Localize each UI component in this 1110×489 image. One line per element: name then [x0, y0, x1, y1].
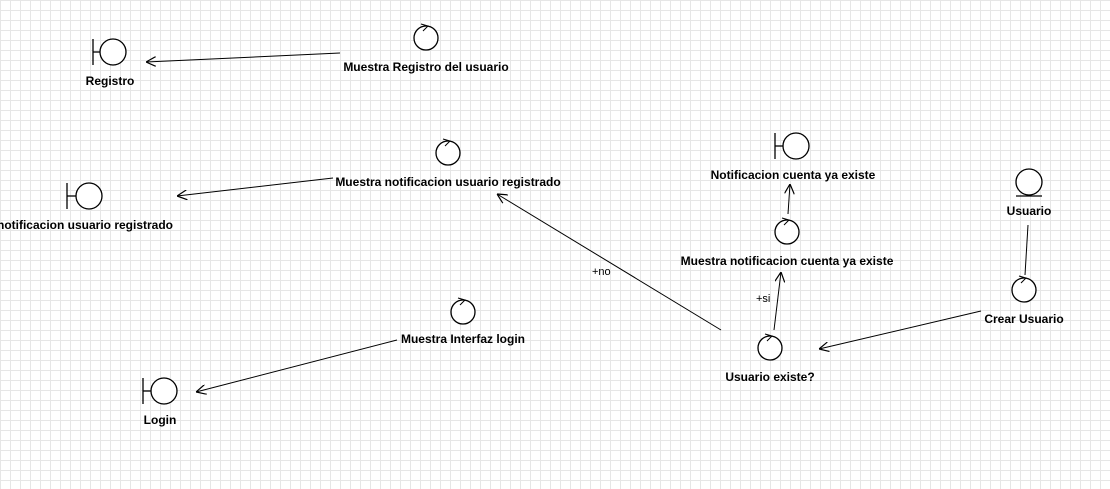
edge-muestra-registro-to-registro[interactable] — [146, 52, 341, 62]
node-label: Muestra notificacion cuenta ya existe — [681, 254, 894, 268]
node-label: Usuario — [1007, 204, 1052, 218]
node-label: Crear Usuario — [984, 312, 1063, 326]
control-icon — [435, 138, 461, 166]
node-label: notificacion usuario registrado — [0, 218, 173, 232]
edge-muestra-notif-registrado-to-notif-registrado[interactable] — [177, 177, 334, 196]
node-usuario[interactable]: Usuario — [1007, 168, 1052, 218]
control-icon — [413, 23, 439, 51]
control-icon — [757, 333, 783, 361]
edge-usuario-existe-to-muestra-notif-existe[interactable]: +si — [756, 272, 781, 331]
control-icon — [450, 297, 476, 325]
edge-label-no: +no — [592, 266, 611, 278]
node-label: Registro — [86, 74, 135, 88]
node-label: Usuario existe? — [725, 370, 814, 384]
node-notif-registrado[interactable]: notificacion usuario registrado — [0, 182, 173, 232]
edge-muestra-notif-existe-to-notif-existe[interactable] — [788, 184, 790, 215]
boundary-icon — [774, 132, 810, 160]
node-registro[interactable]: Registro — [86, 38, 135, 88]
boundary-icon — [142, 377, 178, 405]
node-usuario-existe[interactable]: Usuario existe? — [725, 333, 815, 384]
edge-muestra-login-to-login[interactable] — [196, 339, 398, 392]
boundary-icon — [92, 38, 127, 66]
edge-usuario-existe-to-muestra-notif-registrado[interactable]: +no — [497, 194, 722, 331]
node-label: Notificacion cuenta ya existe — [711, 168, 876, 182]
node-label: Muestra Registro del usuario — [343, 60, 508, 74]
node-crear-usuario[interactable]: Crear Usuario — [984, 275, 1064, 326]
edge-crear-usuario-to-usuario-existe[interactable] — [819, 310, 982, 349]
node-label: Muestra notificacion usuario registrado — [335, 175, 560, 189]
edge-usuario-to-crear-usuario[interactable] — [1024, 224, 1029, 276]
boundary-icon — [66, 182, 103, 210]
edge-label-si: +si — [756, 293, 770, 305]
node-notif-existe[interactable]: Notificacion cuenta ya existe — [711, 132, 876, 182]
node-label: Login — [144, 413, 177, 427]
entity-icon — [1015, 168, 1043, 197]
node-login[interactable]: Login — [142, 377, 178, 427]
control-icon — [774, 217, 800, 245]
node-muestra-registro[interactable]: Muestra Registro del usuario — [343, 23, 509, 74]
node-label: Muestra Interfaz login — [401, 332, 525, 346]
node-muestra-notif-registrado[interactable]: Muestra notificacion usuario registrado — [335, 138, 561, 189]
control-icon — [1011, 275, 1037, 303]
node-muestra-login[interactable]: Muestra Interfaz login — [401, 297, 525, 346]
node-muestra-notif-existe[interactable]: Muestra notificacion cuenta ya existe — [681, 217, 894, 268]
